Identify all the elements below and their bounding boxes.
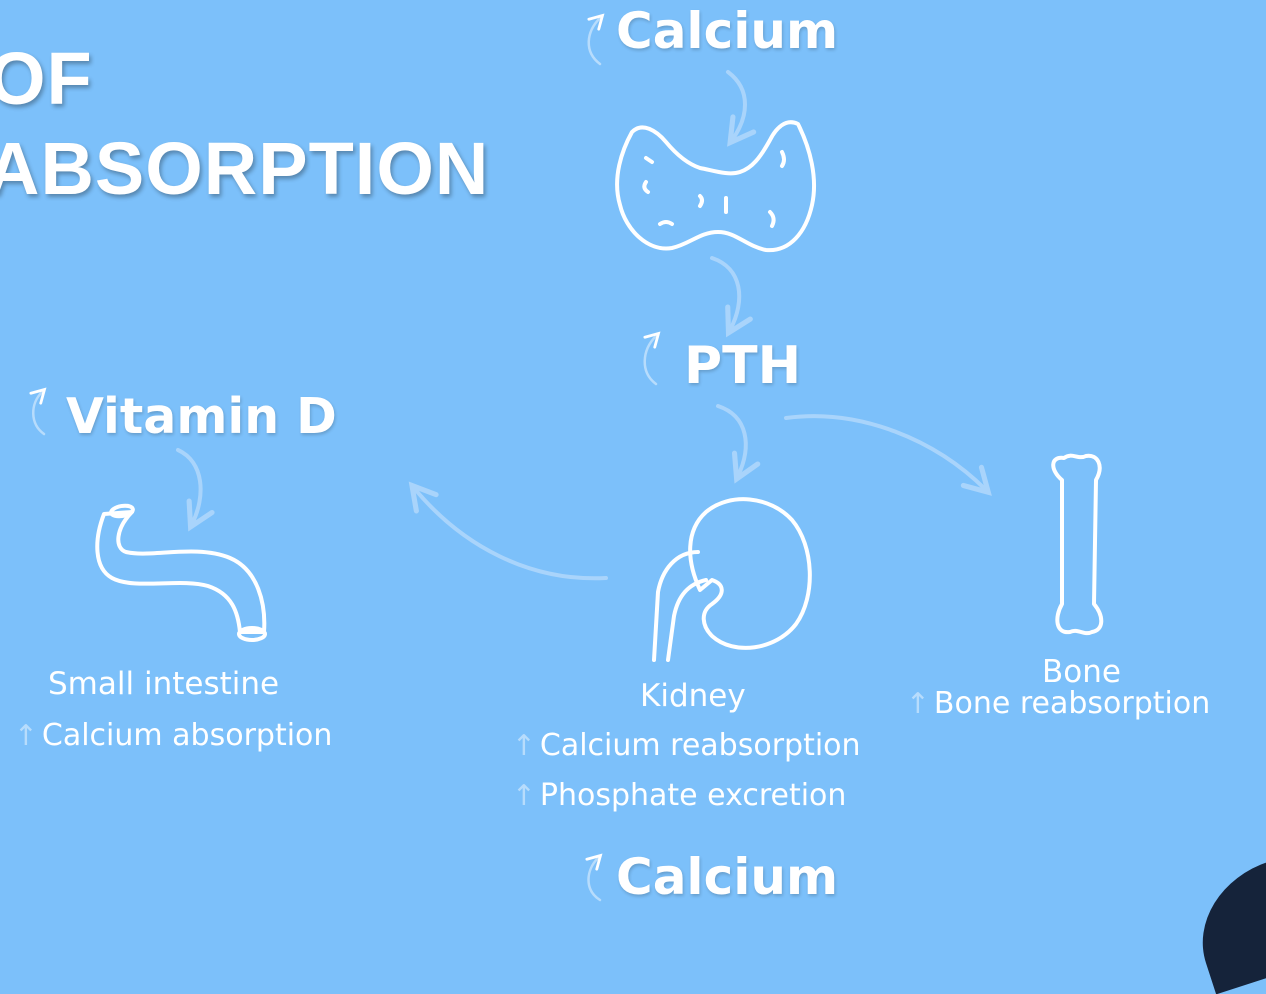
small-intestine-label: Small intestine: [48, 666, 279, 702]
pth-label: PTH: [684, 336, 801, 396]
up-arrow-icon: ↑: [512, 779, 536, 812]
bone-effect: ↑Bone reabsorption: [906, 686, 1210, 721]
up-arrow-icon: ↑: [14, 719, 38, 752]
small-intestine-icon: [97, 504, 265, 640]
up-arrow-icon: ↑: [512, 729, 536, 762]
up-arrow-icon: ↑: [906, 687, 930, 720]
curved-arrow-icon: [414, 488, 606, 578]
bone-icon: [1053, 456, 1101, 633]
kidney-icon: [654, 499, 810, 660]
kidney-effect-1: ↑Calcium reabsorption: [512, 728, 861, 763]
curved-arrow-icon: [728, 72, 745, 140]
thyroid-icon: [617, 122, 814, 250]
calcium-bottom-label: Calcium: [616, 848, 838, 906]
vitamin-d-label: Vitamin D: [66, 388, 337, 445]
kidney-effect-2: ↑Phosphate excretion: [512, 778, 846, 813]
small-intestine-effect: ↑Calcium absorption: [14, 718, 332, 753]
bone-label: Bone: [1042, 654, 1121, 690]
curved-arrow-icon: [786, 416, 986, 490]
up-arrow-icon: [33, 18, 656, 900]
curved-arrow-icon: [718, 406, 746, 476]
curved-arrow-icon: [712, 258, 739, 330]
kidney-label: Kidney: [640, 678, 746, 714]
curved-arrow-icon: [178, 450, 201, 524]
diagram-art: [0, 0, 1266, 907]
calcium-top-label: Calcium: [616, 2, 838, 60]
